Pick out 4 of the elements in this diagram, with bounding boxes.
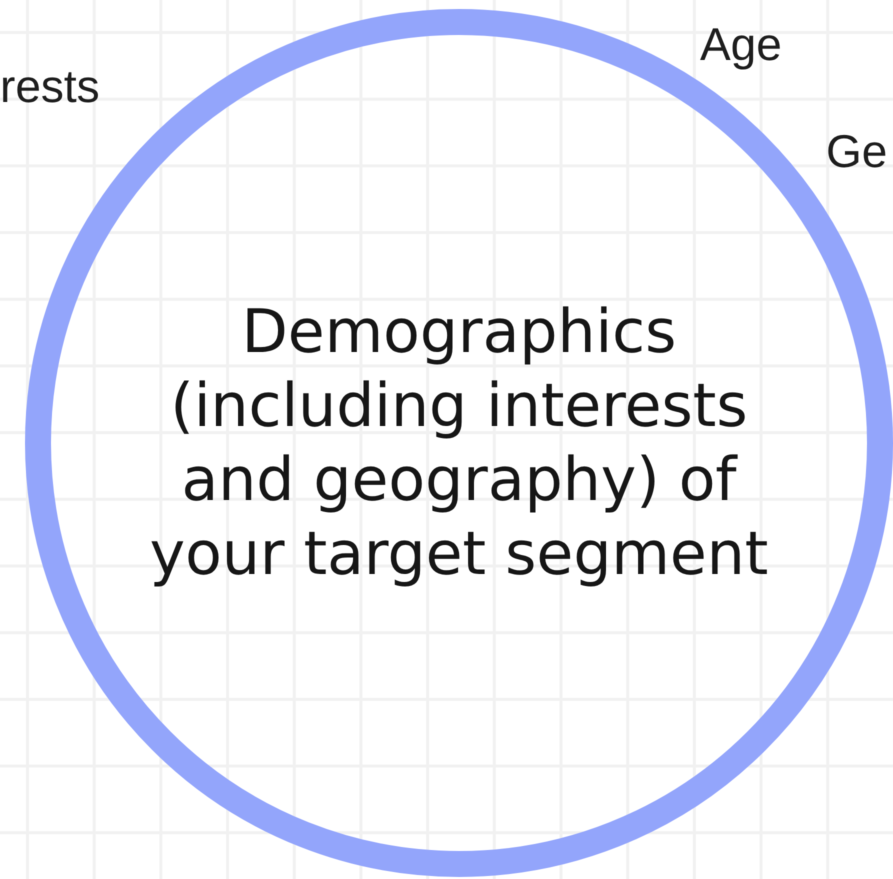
label-text: Ge [826,128,888,174]
label-text: rests [0,63,100,109]
label-text: Age [700,21,782,67]
node-text: Demographics (including interests and geography) of your target segment [149,296,769,591]
